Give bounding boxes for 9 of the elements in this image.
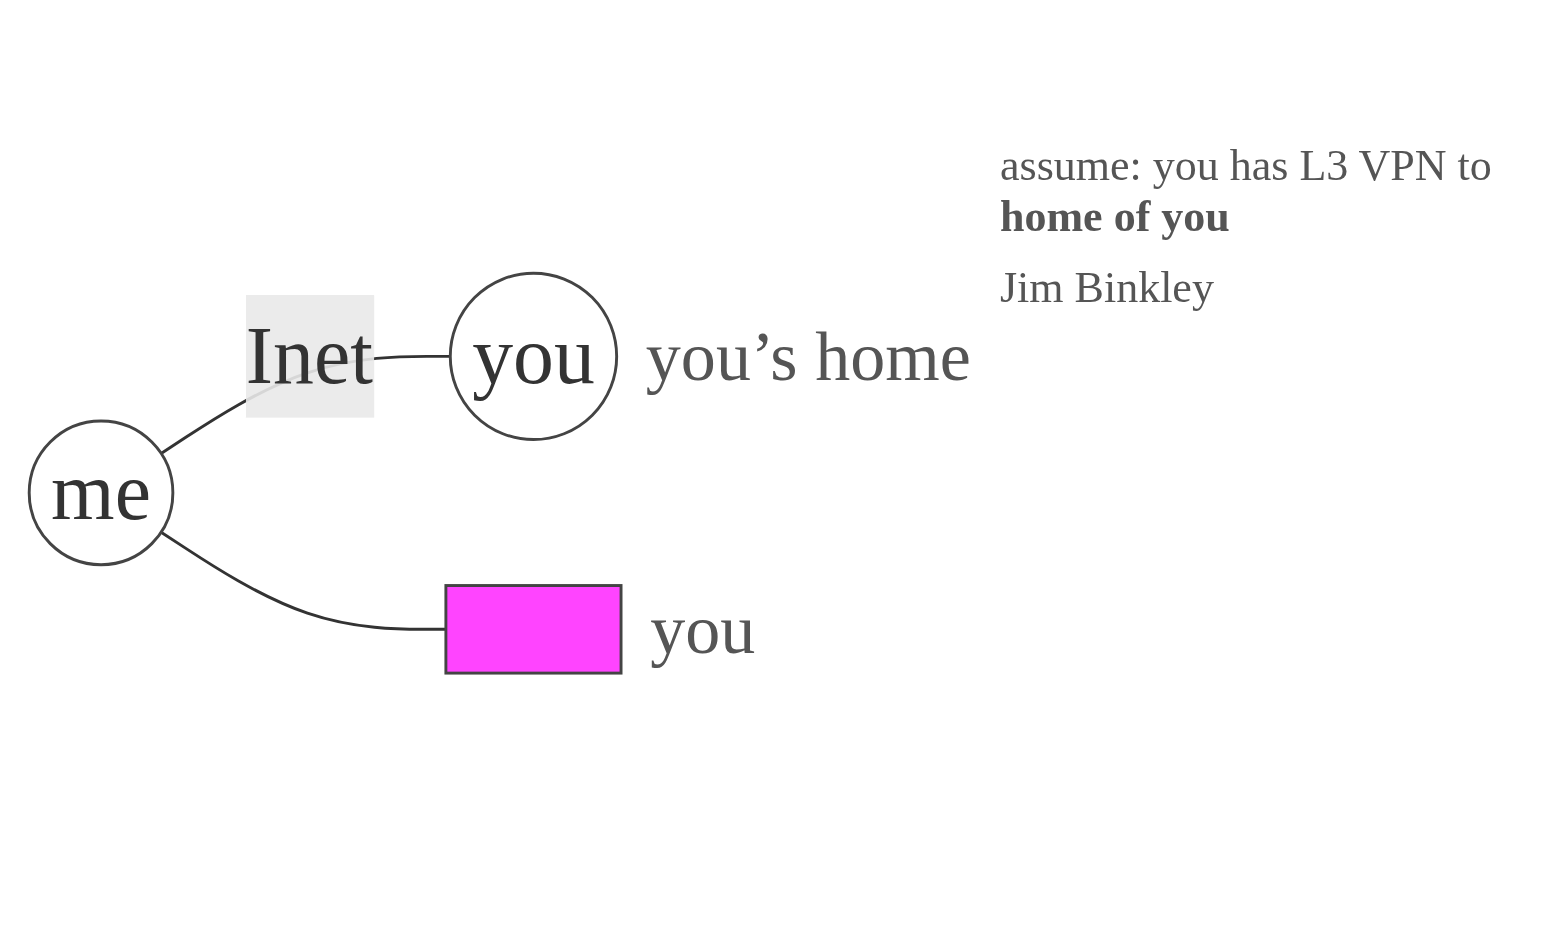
connector	[160, 531, 446, 632]
node-caption: you’s home	[645, 318, 971, 396]
node-box	[444, 584, 623, 675]
edge-label: Inet	[245, 310, 373, 401]
note-text: Jim Binkley	[1000, 262, 1215, 313]
node-circle: you	[448, 272, 619, 442]
note-text: assume: you has L3 VPN to home of you	[1000, 140, 1493, 242]
node-caption: you	[650, 591, 756, 668]
node-circle: me	[27, 419, 175, 567]
